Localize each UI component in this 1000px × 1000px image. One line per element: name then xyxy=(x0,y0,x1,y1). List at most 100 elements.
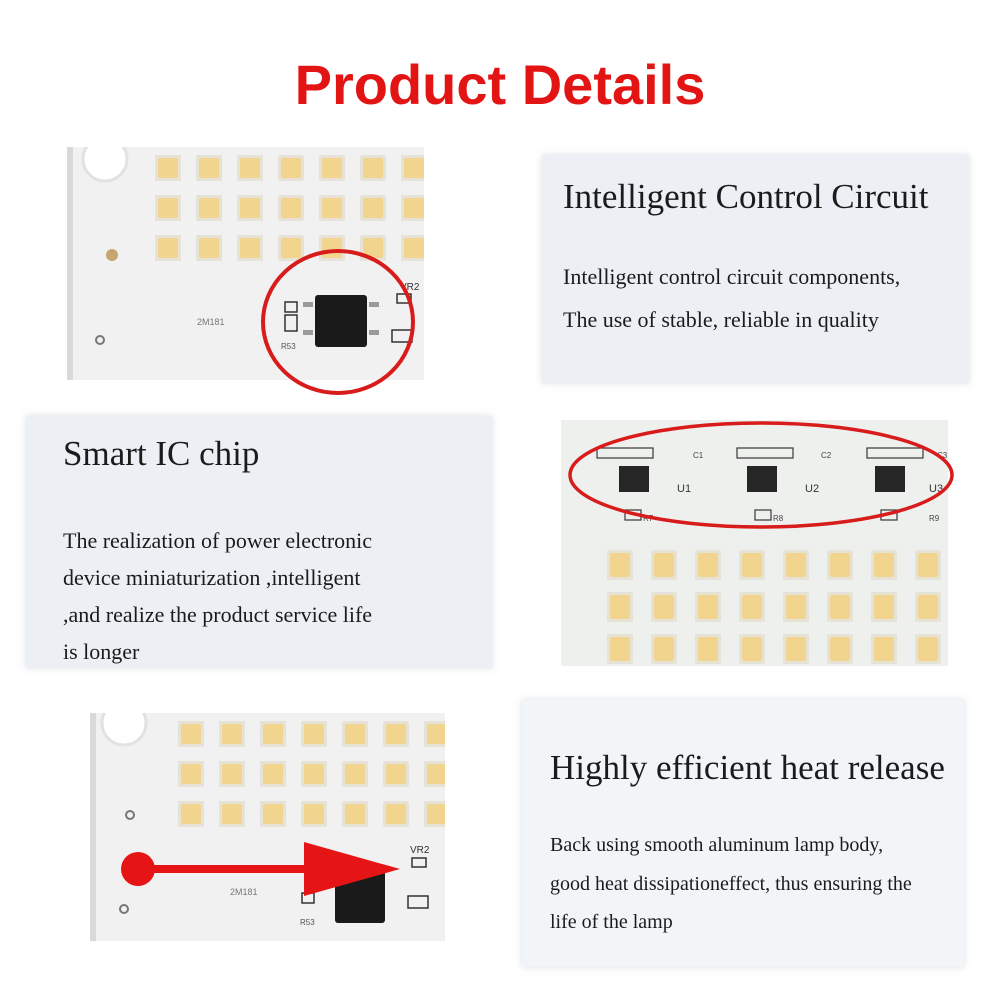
r9-label: R9 xyxy=(929,514,940,523)
led-grid xyxy=(178,721,445,827)
led-phosphor xyxy=(427,724,445,744)
led-phosphor xyxy=(222,804,242,824)
text-line: Intelligent control circuit components, xyxy=(563,264,901,289)
led-phosphor xyxy=(918,595,938,619)
smart-ic-text: The realization of power electronic devi… xyxy=(63,522,492,670)
c3-label: C3 xyxy=(937,451,948,460)
led-phosphor xyxy=(240,158,260,178)
led-phosphor xyxy=(304,804,324,824)
pcb-heat-photo: 2M181 VR2 R53 xyxy=(90,713,445,941)
led-phosphor xyxy=(199,198,219,218)
highlight-ellipse xyxy=(568,421,954,529)
led-phosphor xyxy=(427,804,445,824)
led-phosphor xyxy=(404,158,424,178)
resistor-label: R53 xyxy=(281,342,296,351)
text-line: device miniaturization ,intelligent xyxy=(63,565,361,590)
pcb-heat-illustration: 2M181 VR2 R53 xyxy=(90,713,445,941)
led-phosphor xyxy=(654,553,674,577)
u1-label: U1 xyxy=(677,483,691,495)
pcb-control-photo: U1 C1 R7 U2 C2 R8 U3 C3 R9 xyxy=(561,420,948,666)
led-phosphor xyxy=(199,158,219,178)
r8-label: R8 xyxy=(773,514,784,523)
led-phosphor xyxy=(181,764,201,784)
led-phosphor xyxy=(158,238,178,258)
led-phosphor xyxy=(222,764,242,784)
led-phosphor xyxy=(786,553,806,577)
vr-label: VR2 xyxy=(410,845,430,856)
c2-label: C2 xyxy=(821,451,832,460)
led-phosphor xyxy=(158,198,178,218)
led-phosphor xyxy=(263,724,283,744)
led-phosphor xyxy=(363,198,383,218)
ic-chip xyxy=(335,871,385,923)
text-line: life of the lamp xyxy=(550,911,673,933)
u2-label: U2 xyxy=(805,483,819,495)
pcb-ic-illustration: 2M181 VR2 R53 xyxy=(67,147,424,380)
led-phosphor xyxy=(345,764,365,784)
led-phosphor xyxy=(654,637,674,661)
led-phosphor xyxy=(363,238,383,258)
led-phosphor xyxy=(404,198,424,218)
led-phosphor xyxy=(742,637,762,661)
board-label: 2M181 xyxy=(197,317,225,327)
led-phosphor xyxy=(742,553,762,577)
resistor-label: R53 xyxy=(300,918,315,927)
chip-group-2: U2 C2 R8 xyxy=(736,447,832,523)
led-phosphor xyxy=(742,595,762,619)
led-phosphor xyxy=(345,724,365,744)
led-phosphor xyxy=(698,595,718,619)
text-line: The realization of power electronic xyxy=(63,528,373,553)
led-phosphor xyxy=(427,764,445,784)
pcb-control-illustration: U1 C1 R7 U2 C2 R8 U3 C3 R9 xyxy=(561,420,948,666)
led-phosphor xyxy=(281,158,301,178)
led-phosphor xyxy=(263,804,283,824)
text-line: is longer xyxy=(63,639,140,664)
led-phosphor xyxy=(181,804,201,824)
control-circuit-heading: Intelligent Control Circuit xyxy=(563,177,929,216)
led-phosphor xyxy=(786,595,806,619)
led-phosphor xyxy=(698,553,718,577)
led-phosphor xyxy=(874,595,894,619)
led-phosphor xyxy=(874,553,894,577)
led-phosphor xyxy=(918,553,938,577)
heat-release-text: Back using smooth aluminum lamp body, go… xyxy=(550,826,964,942)
page-title: Product Details xyxy=(294,53,706,116)
led-phosphor xyxy=(786,637,806,661)
led-phosphor xyxy=(363,158,383,178)
led-grid xyxy=(607,550,941,664)
text-line: Back using smooth aluminum lamp body, xyxy=(550,834,884,856)
smart-ic-panel: Smart IC chip The realization of power e… xyxy=(26,416,492,668)
control-circuit-panel: Intelligent Control Circuit Intelligent … xyxy=(542,155,969,383)
led-phosphor xyxy=(322,198,342,218)
led-phosphor xyxy=(240,238,260,258)
heat-release-panel: Highly efficient heat release Back using… xyxy=(522,700,964,967)
heat-release-heading: Highly efficient heat release xyxy=(550,748,945,787)
c1-label: C1 xyxy=(693,451,704,460)
smart-ic-heading: Smart IC chip xyxy=(63,434,260,473)
highlight-circle xyxy=(261,249,415,395)
led-phosphor xyxy=(240,198,260,218)
vr-label: VR2 xyxy=(400,282,420,293)
led-phosphor xyxy=(304,724,324,744)
text-line: ,and realize the product service life xyxy=(63,602,373,627)
led-phosphor xyxy=(304,764,324,784)
led-phosphor xyxy=(181,724,201,744)
led-phosphor xyxy=(281,198,301,218)
led-phosphor xyxy=(610,637,630,661)
led-phosphor xyxy=(610,595,630,619)
control-circuit-text: Intelligent control circuit components, … xyxy=(563,255,969,341)
led-phosphor xyxy=(698,637,718,661)
text-line: The use of stable, reliable in quality xyxy=(563,307,879,332)
led-phosphor xyxy=(874,637,894,661)
led-phosphor xyxy=(610,553,630,577)
led-phosphor xyxy=(345,804,365,824)
led-phosphor xyxy=(386,804,406,824)
led-phosphor xyxy=(654,595,674,619)
led-phosphor xyxy=(158,158,178,178)
led-phosphor xyxy=(918,637,938,661)
pcb-ic-photo: 2M181 VR2 R53 xyxy=(67,147,424,380)
led-phosphor xyxy=(404,238,424,258)
led-phosphor xyxy=(830,553,850,577)
led-phosphor xyxy=(281,238,301,258)
ic-chip xyxy=(315,295,367,347)
